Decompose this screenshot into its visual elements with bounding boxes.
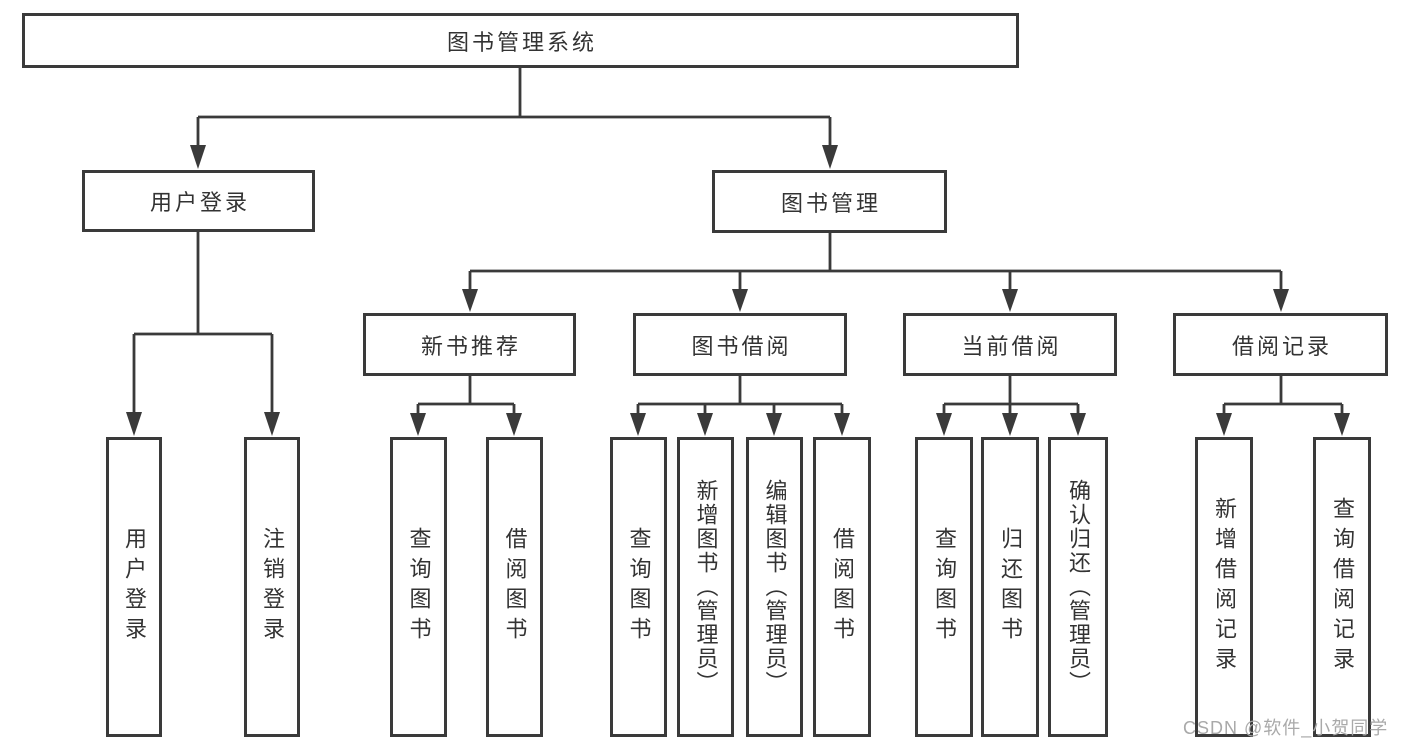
- connector-root-to-level2: [196, 68, 832, 146]
- leaf-label: 借阅图书: [502, 527, 528, 647]
- connector-currentborrow-to-leaves: [942, 376, 1080, 414]
- arrowhead-icon: [410, 413, 426, 436]
- arrowhead-icon: [1216, 413, 1232, 436]
- leaf-add-book-admin: 新增图书（管理员）: [677, 437, 734, 737]
- node-user-login: 用户登录: [82, 170, 315, 232]
- node-borrow-records: 借阅记录: [1173, 313, 1388, 376]
- arrowhead-icon: [697, 413, 713, 436]
- leaf-borrow-books-recommend: 借阅图书: [486, 437, 543, 737]
- node-new-book-recommend: 新书推荐: [363, 313, 576, 376]
- leaf-label: 用户登录: [122, 527, 147, 647]
- arrowhead-icon: [822, 145, 838, 169]
- arrowhead-icon: [732, 289, 748, 312]
- node-label: 新书推荐: [420, 333, 521, 359]
- leaf-label: 查询图书: [932, 527, 957, 647]
- leaf-query-borrow-record: 查询借阅记录: [1313, 437, 1371, 737]
- arrowhead-icon: [834, 413, 850, 436]
- leaf-label: 查询图书: [626, 527, 652, 647]
- leaf-label: 新增借阅记录: [1212, 497, 1237, 677]
- arrowhead-icon: [264, 412, 280, 436]
- node-label: 图书管理: [780, 190, 881, 216]
- node-root-system: 图书管理系统: [22, 13, 1019, 68]
- leaf-user-login: 用户登录: [106, 437, 162, 737]
- connector-userlogin-to-leaves: [132, 232, 274, 413]
- arrowhead-icon: [766, 413, 782, 436]
- arrowhead-icon: [1070, 413, 1086, 436]
- leaf-label: 新增图书（管理员）: [693, 479, 719, 695]
- arrowhead-icon: [126, 412, 142, 436]
- watermark: CSDN @软件_小贺同学: [1183, 718, 1389, 738]
- node-book-borrow: 图书借阅: [633, 313, 847, 376]
- arrowhead-icon: [462, 289, 478, 312]
- leaf-label: 查询借阅记录: [1330, 497, 1355, 677]
- leaf-query-books-borrow: 查询图书: [610, 437, 667, 737]
- connector-newbook-to-leaves: [416, 376, 516, 414]
- arrowhead-icon: [1273, 289, 1289, 312]
- leaf-label: 注销登录: [260, 527, 285, 647]
- arrowhead-icon: [506, 413, 522, 436]
- node-book-management: 图书管理: [712, 170, 947, 233]
- leaf-label: 查询图书: [406, 527, 432, 647]
- connector-records-to-leaves: [1222, 376, 1344, 414]
- connector-bookmgmt-to-level3: [468, 233, 1283, 290]
- node-label: 借阅记录: [1231, 333, 1332, 359]
- leaf-label: 确认归还（管理员）: [1066, 479, 1091, 695]
- leaf-label: 归还图书: [998, 527, 1023, 647]
- node-label: 图书借阅: [691, 333, 792, 359]
- leaf-query-books-current: 查询图书: [915, 437, 973, 737]
- leaf-query-books-recommend: 查询图书: [390, 437, 447, 737]
- arrowhead-icon: [630, 413, 646, 436]
- leaf-return-book: 归还图书: [981, 437, 1039, 737]
- node-label: 图书管理系统: [446, 29, 597, 55]
- node-label: 当前借阅: [961, 333, 1062, 359]
- arrowheads: [126, 145, 1350, 436]
- leaf-borrow-books: 借阅图书: [813, 437, 871, 737]
- leaf-add-borrow-record: 新增借阅记录: [1195, 437, 1253, 737]
- node-current-borrow: 当前借阅: [903, 313, 1117, 376]
- arrowhead-icon: [1002, 289, 1018, 312]
- arrowhead-icon: [936, 413, 952, 436]
- leaf-confirm-return-admin: 确认归还（管理员）: [1048, 437, 1108, 737]
- leaf-label: 借阅图书: [830, 527, 855, 647]
- leaf-logout: 注销登录: [244, 437, 300, 737]
- leaf-label: 编辑图书（管理员）: [762, 479, 788, 695]
- arrowhead-icon: [1334, 413, 1350, 436]
- arrowhead-icon: [190, 145, 206, 169]
- connector-bookborrow-to-leaves: [636, 376, 844, 414]
- arrowhead-icon: [1002, 413, 1018, 436]
- node-label: 用户登录: [149, 190, 250, 215]
- leaf-edit-book-admin: 编辑图书（管理员）: [746, 437, 803, 737]
